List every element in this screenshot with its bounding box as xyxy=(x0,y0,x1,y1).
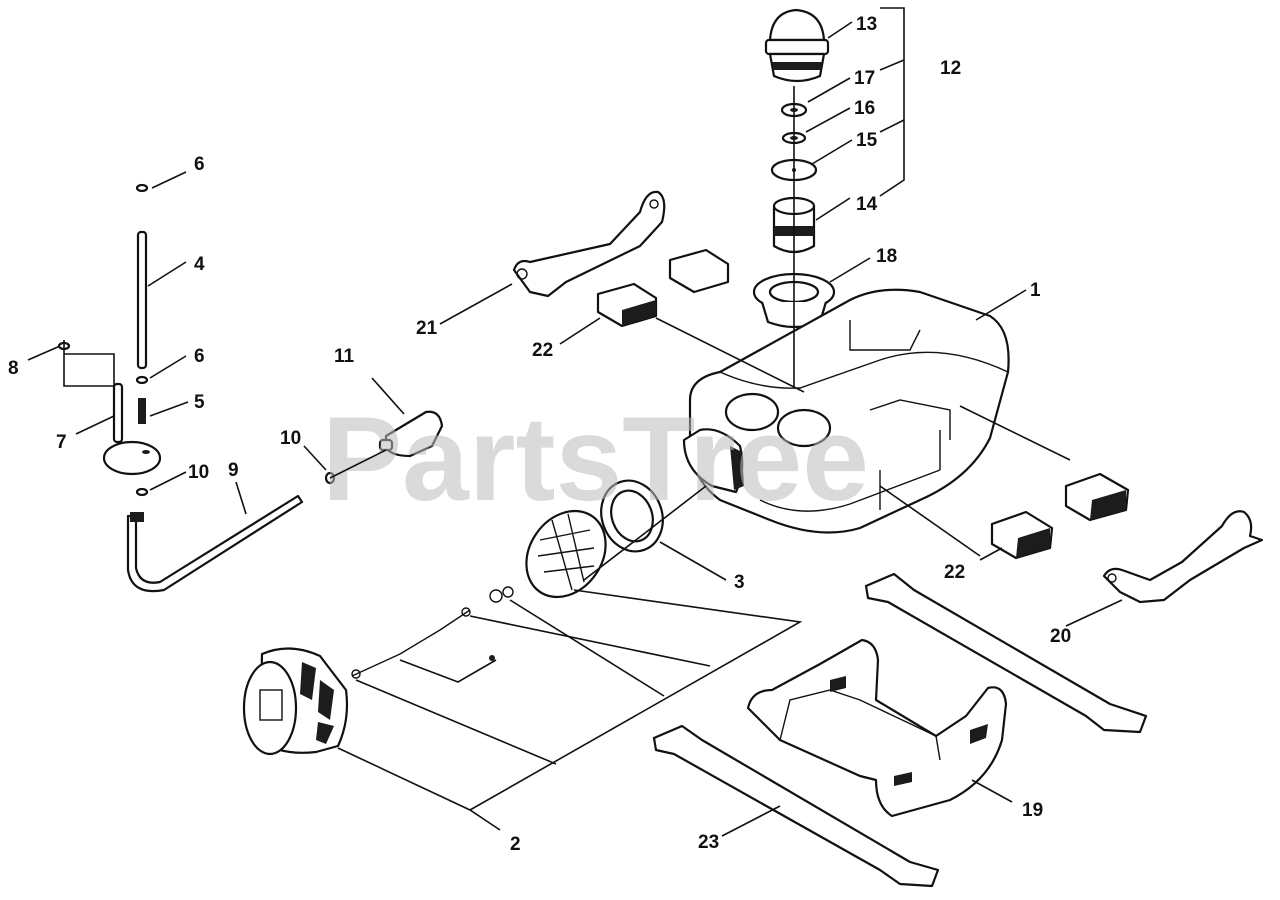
callout-22-lower[interactable]: 22 xyxy=(944,562,965,583)
callout-23[interactable]: 23 xyxy=(698,832,719,853)
strainer-screen[interactable] xyxy=(510,496,622,613)
callout-7[interactable]: 7 xyxy=(56,432,67,453)
callout-20[interactable]: 20 xyxy=(1050,626,1071,647)
part-22-pad-1[interactable] xyxy=(668,248,730,294)
callout-19[interactable]: 19 xyxy=(1022,800,1043,821)
part-10-washer-left[interactable] xyxy=(135,487,149,497)
part-1-fuel-tank[interactable] xyxy=(682,288,1010,534)
callout-15[interactable]: 15 xyxy=(856,130,878,151)
callout-21[interactable]: 21 xyxy=(416,318,438,339)
part-6-oring-lower[interactable] xyxy=(135,375,149,385)
part-11-filter[interactable] xyxy=(378,410,444,458)
part-3-gasket[interactable] xyxy=(591,472,672,560)
callout-10-right[interactable]: 10 xyxy=(280,428,301,449)
callout-13[interactable]: 13 xyxy=(856,14,877,35)
part-22-pad-4[interactable] xyxy=(990,510,1054,560)
leader-lines xyxy=(27,7,1123,837)
callout-18[interactable]: 18 xyxy=(876,246,897,267)
callout-12[interactable]: 12 xyxy=(940,58,961,79)
callout-6-top[interactable]: 6 xyxy=(194,154,205,175)
callout-14[interactable]: 14 xyxy=(856,194,878,215)
part-6-oring-top[interactable] xyxy=(135,183,149,193)
part-21-bracket[interactable] xyxy=(512,190,666,298)
part-13-cap[interactable] xyxy=(764,8,830,83)
part-23-strap-front[interactable] xyxy=(652,724,940,888)
callout-6-lower[interactable]: 6 xyxy=(194,346,205,367)
callout-5[interactable]: 5 xyxy=(194,392,205,413)
part-4-tube[interactable] xyxy=(136,230,148,370)
callout-8[interactable]: 8 xyxy=(8,358,19,379)
callout-3[interactable]: 3 xyxy=(734,572,745,593)
callout-17[interactable]: 17 xyxy=(854,68,875,89)
cap-retaining-chain[interactable] xyxy=(351,586,514,679)
part-19-cradle[interactable] xyxy=(746,638,1008,818)
callout-4[interactable]: 4 xyxy=(194,254,205,275)
callout-16[interactable]: 16 xyxy=(854,98,875,119)
callout-1[interactable]: 1 xyxy=(1030,280,1041,301)
callout-22-upper[interactable]: 22 xyxy=(532,340,553,361)
part-2-fuel-cap[interactable] xyxy=(242,647,349,756)
part-9-fuel-line[interactable] xyxy=(126,494,304,593)
callout-10-left[interactable]: 10 xyxy=(188,462,209,483)
part-22-pad-2[interactable] xyxy=(596,282,658,328)
callouts: 1 2 3 4 5 6 6 7 8 9 10 10 11 12 13 14 15… xyxy=(8,14,1071,855)
callout-9[interactable]: 9 xyxy=(228,460,239,481)
part-20-bracket[interactable] xyxy=(1102,510,1264,604)
watermark: PartsTree xyxy=(322,392,869,526)
part-5-fitting[interactable] xyxy=(138,398,146,424)
callout-11[interactable]: 11 xyxy=(334,346,355,367)
part-7-grommet[interactable] xyxy=(102,382,162,476)
part-22-pad-3[interactable] xyxy=(1064,472,1130,522)
part-strap-rear[interactable] xyxy=(864,572,1148,734)
callout-2[interactable]: 2 xyxy=(510,834,521,855)
